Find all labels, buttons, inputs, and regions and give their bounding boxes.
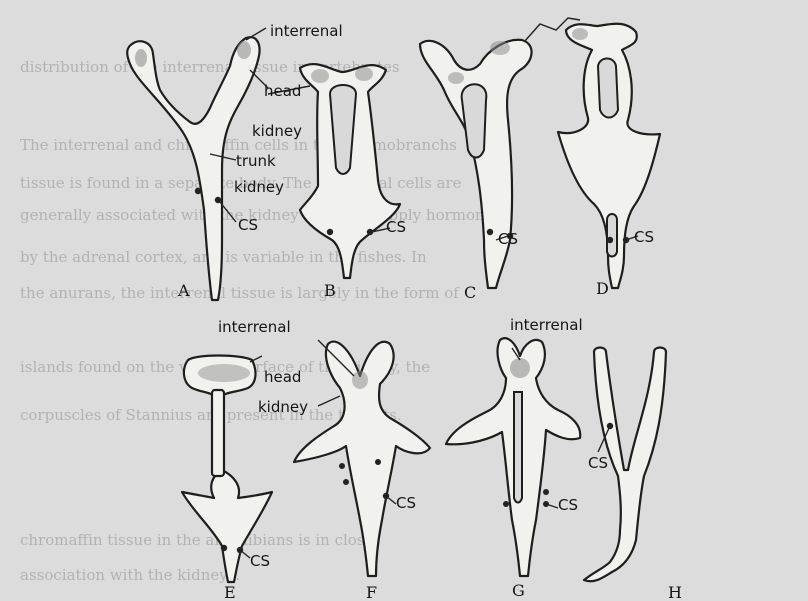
label-line: kidney (258, 398, 308, 416)
label-cs: CS (634, 228, 654, 246)
label-line: kidney (252, 122, 302, 140)
label-cs: CS (386, 218, 406, 236)
bg-line: association with the kidneys. (20, 566, 240, 584)
label-cs: CS (588, 454, 608, 472)
label-line: head (264, 82, 301, 100)
diagram-letter: D (596, 279, 609, 298)
diagram-letter: G (512, 581, 525, 600)
label-line: kidney (234, 178, 284, 196)
diagram-letter: H (668, 583, 682, 601)
label-cs: CS (396, 494, 416, 512)
bg-line: the anurans, the interrenal tissue is la… (20, 284, 460, 302)
diagram-letter: B (324, 281, 336, 300)
label-interrenal: interrenal (270, 22, 343, 40)
kidney-diagram-h: H (584, 348, 682, 601)
label-cs: CS (238, 216, 258, 234)
diagram-letter: C (464, 283, 476, 302)
label-cs: CS (250, 552, 270, 570)
label-interrenal: interrenal (218, 318, 291, 336)
diagram-letter: F (366, 583, 377, 601)
label-interrenal: interrenal (510, 316, 583, 334)
label-line: trunk (236, 152, 276, 170)
label-line: head (264, 368, 301, 386)
kidney-diagram-f: F (294, 342, 430, 601)
diagram-letter: E (224, 583, 236, 601)
label-head-kidney: head kidney (258, 368, 308, 416)
label-head-kidney: head kidney (252, 82, 306, 140)
label-cs: CS (498, 230, 518, 248)
kidney-diagram-g: G (446, 338, 580, 600)
diagram-letter: A (177, 281, 190, 300)
bg-line: chromaffin tissue in the amphibians is i… (20, 531, 374, 549)
kidney-diagram-c: C (420, 40, 532, 302)
bg-line: by the adrenal cortex, and is variable i… (20, 248, 427, 266)
kidney-diagram-d: D (558, 24, 660, 298)
label-cs: CS (558, 496, 578, 514)
